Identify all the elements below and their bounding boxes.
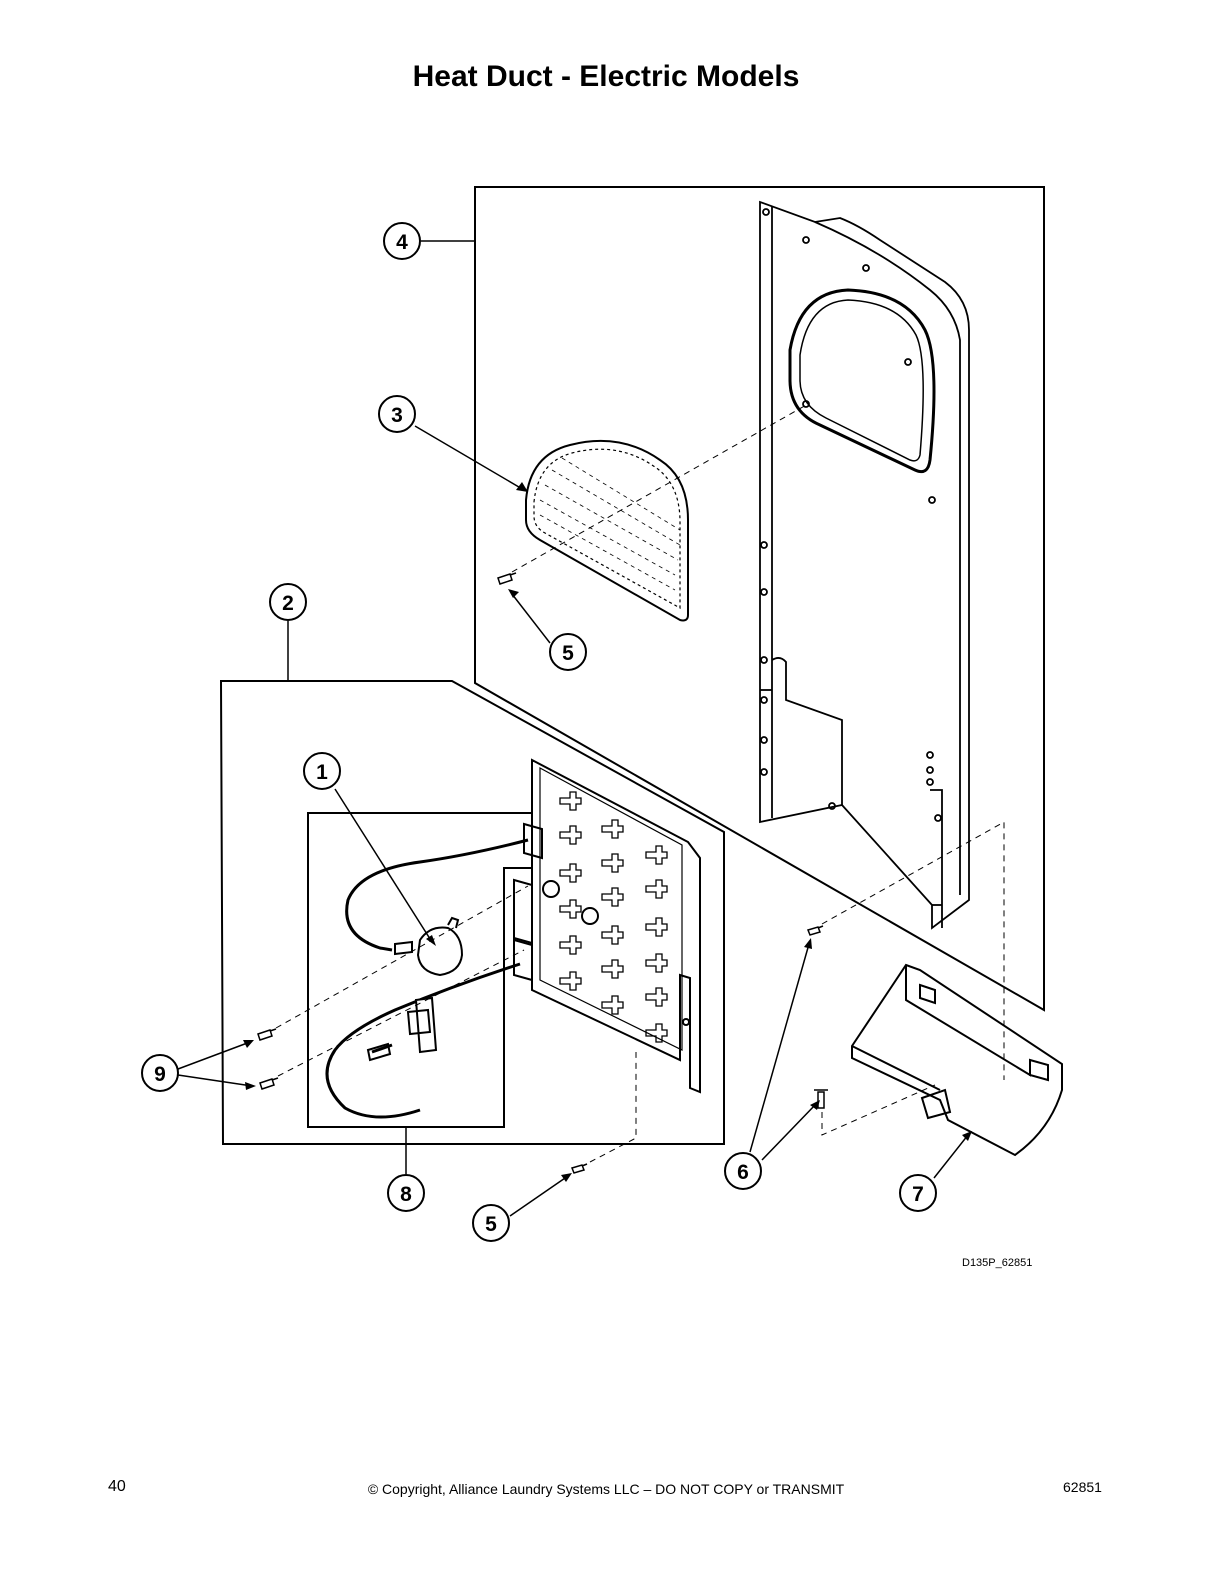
svg-text:5: 5 bbox=[485, 1213, 497, 1236]
svg-text:2: 2 bbox=[282, 592, 294, 615]
svg-text:9: 9 bbox=[154, 1063, 166, 1086]
document-number: 62851 bbox=[1063, 1479, 1102, 1495]
svg-text:3: 3 bbox=[391, 404, 403, 427]
outlet-bracket bbox=[851, 963, 1063, 1157]
heat-duct-assembly-outline bbox=[474, 186, 1045, 1012]
callout-1: 1 bbox=[303, 752, 341, 790]
callout-9: 9 bbox=[141, 1054, 179, 1092]
switch-bracket bbox=[366, 996, 438, 1062]
callout-4: 4 bbox=[383, 222, 421, 260]
thermostat bbox=[394, 916, 464, 977]
callout-7: 7 bbox=[899, 1174, 937, 1212]
heating-element bbox=[513, 758, 701, 1094]
callout-5-lower: 5 bbox=[472, 1204, 510, 1242]
page-title: Heat Duct - Electric Models bbox=[412, 60, 800, 93]
svg-text:8: 8 bbox=[400, 1183, 412, 1206]
page-number: 40 bbox=[108, 1478, 126, 1495]
heat-duct bbox=[759, 200, 970, 930]
wiring-harness bbox=[325, 838, 529, 1119]
arrowheads bbox=[243, 482, 972, 1182]
drawing-id: D135P_62851 bbox=[962, 1257, 1033, 1269]
callout-6: 6 bbox=[724, 1152, 762, 1190]
alignment-lines bbox=[275, 403, 1005, 1163]
leader-lines bbox=[177, 240, 969, 1217]
svg-text:4: 4 bbox=[396, 231, 408, 254]
callout-2: 2 bbox=[269, 583, 307, 621]
copyright-notice: © Copyright, Alliance Laundry Systems LL… bbox=[367, 1481, 845, 1497]
svg-text:7: 7 bbox=[912, 1183, 924, 1206]
svg-text:6: 6 bbox=[737, 1161, 749, 1184]
callout-8: 8 bbox=[387, 1174, 425, 1212]
lint-screen bbox=[525, 439, 689, 622]
svg-text:5: 5 bbox=[562, 642, 574, 665]
svg-text:1: 1 bbox=[316, 761, 328, 784]
callout-5-upper: 5 bbox=[549, 633, 587, 671]
callout-3: 3 bbox=[378, 395, 416, 433]
heater-assembly-outline bbox=[219, 680, 725, 1145]
